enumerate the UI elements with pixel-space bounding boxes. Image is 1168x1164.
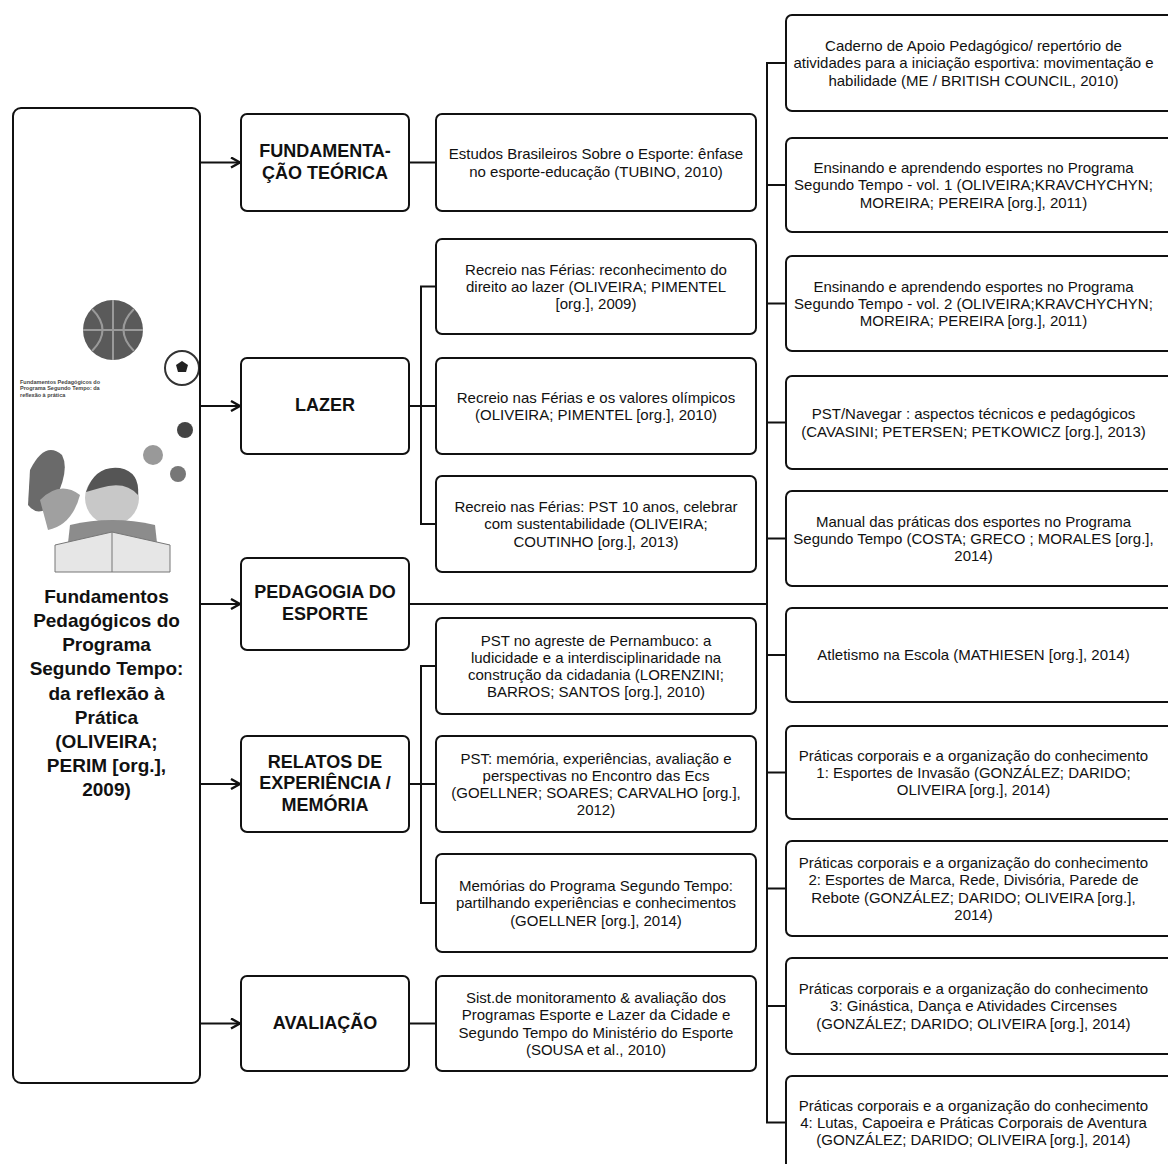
reference-box: Práticas corporais e a organização do co… [785,957,1168,1055]
bracket-line [410,162,435,164]
book-node: Fundamentos Pedagógicos do Programa Segu… [12,107,201,1084]
reference-box: Estudos Brasileiros Sobre o Esporte: ênf… [435,113,757,212]
bracket-line [410,287,435,407]
node-text: Práticas corporais e a organização do co… [792,854,1155,923]
cover-title: Fundamentos Pedagógicos do Programa Segu… [20,379,106,398]
category-box: RELATOS DE EXPERIÊNCIA / MEMÓRIA [240,735,410,833]
figure-shape [40,489,80,530]
category-box: AVALIAÇÃO [240,975,410,1072]
node-text: AVALIAÇÃO [267,1013,383,1035]
arrow-connector [201,783,240,785]
bracket-line [410,666,435,784]
node-text: Atletismo na Escola (MATHIESEN [org.], 2… [792,646,1155,663]
small-ball [143,445,163,465]
reference-box: Recreio nas Férias e os valores olímpico… [435,357,757,455]
node-text: PST no agreste de Pernambuco: a ludicida… [437,632,755,701]
bracket-line [410,304,785,605]
open-book [55,532,170,572]
bracket-line [410,185,785,604]
node-text: PEDAGOGIA DO ESPORTE [242,582,408,625]
reference-box: Ensinando e aprendendo esportes no Progr… [785,255,1168,352]
reference-box: Recreio nas Férias: PST 10 anos, celebra… [435,475,757,573]
reference-box: PST: memória, experiências, avaliação e … [435,735,757,833]
node-text: Estudos Brasileiros Sobre o Esporte: ênf… [437,145,755,180]
node-text: Ensinando e aprendendo esportes no Progr… [792,159,1155,211]
bracket-line [410,604,785,889]
bracket-line [410,604,785,1123]
category-box: FUNDAMENTA- ÇÃO TEÓRICA [240,113,410,212]
basketball-seams [83,300,143,360]
bracket-line [410,1023,435,1025]
category-box: LAZER [240,357,410,455]
small-ball [170,466,186,482]
node-text: Práticas corporais e a organização do co… [792,980,1155,1032]
node-text: Manual das práticas dos esportes no Prog… [792,513,1155,565]
reference-box: Atletismo na Escola (MATHIESEN [org.], 2… [785,607,1168,703]
node-text: Caderno de Apoio Pedagógico/ repertório … [792,37,1155,89]
node-text: PST/Navegar : aspectos técnicos e pedagó… [792,405,1155,440]
bracket-line [410,784,435,903]
reference-box: PST/Navegar : aspectos técnicos e pedagó… [785,375,1168,470]
bracket-line [410,406,435,524]
node-text: Práticas corporais e a organização do co… [792,747,1155,799]
reference-box: Práticas corporais e a organização do co… [785,840,1168,937]
book-spine [112,532,113,572]
node-text: Memórias do Programa Segundo Tempo: part… [437,877,755,929]
reference-box: Práticas corporais e a organização do co… [785,1075,1168,1164]
node-text: Práticas corporais e a organização do co… [792,1097,1155,1149]
node-text: PST: memória, experiências, avaliação e … [437,750,755,819]
reference-box: Sist.de monitoramento & avaliação dos Pr… [435,975,757,1072]
reference-box: PST no agreste de Pernambuco: a ludicida… [435,617,757,715]
soccer-patch [176,361,188,372]
boy-hair [86,468,138,495]
basketball [83,300,143,360]
small-ball [177,422,193,438]
node-text: Sist.de monitoramento & avaliação dos Pr… [437,989,755,1058]
reference-box: Memórias do Programa Segundo Tempo: part… [435,853,757,953]
node-text: Recreio nas Férias: reconhecimento do di… [437,261,755,313]
node-text: FUNDAMENTA- ÇÃO TEÓRICA [242,141,408,184]
node-text: Ensinando e aprendendo esportes no Progr… [792,278,1155,330]
bracket-line [410,604,785,1006]
node-text: LAZER [289,395,361,417]
reference-box: Práticas corporais e a organização do co… [785,725,1168,820]
arrow-connector [201,1023,240,1025]
arrow-connector [201,405,240,407]
soccer-ball [165,351,199,385]
node-text: Recreio nas Férias e os valores olímpico… [437,389,755,424]
node-text: RELATOS DE EXPERIÊNCIA / MEMÓRIA [242,752,408,817]
reference-box: Recreio nas Férias: reconhecimento do di… [435,238,757,335]
cover-ground [20,118,194,573]
arrow-connector [201,162,240,164]
arrow-connector [201,603,240,605]
node-text: Recreio nas Férias: PST 10 anos, celebra… [437,498,755,550]
bracket-line [410,63,785,604]
reference-box: Caderno de Apoio Pedagógico/ repertório … [785,14,1168,112]
book-title: Fundamentos Pedagógicos do Programa Segu… [28,585,185,802]
reference-box: Ensinando e aprendendo esportes no Progr… [785,137,1168,233]
category-box: PEDAGOGIA DO ESPORTE [240,557,410,651]
reference-box: Manual das práticas dos esportes no Prog… [785,490,1168,587]
